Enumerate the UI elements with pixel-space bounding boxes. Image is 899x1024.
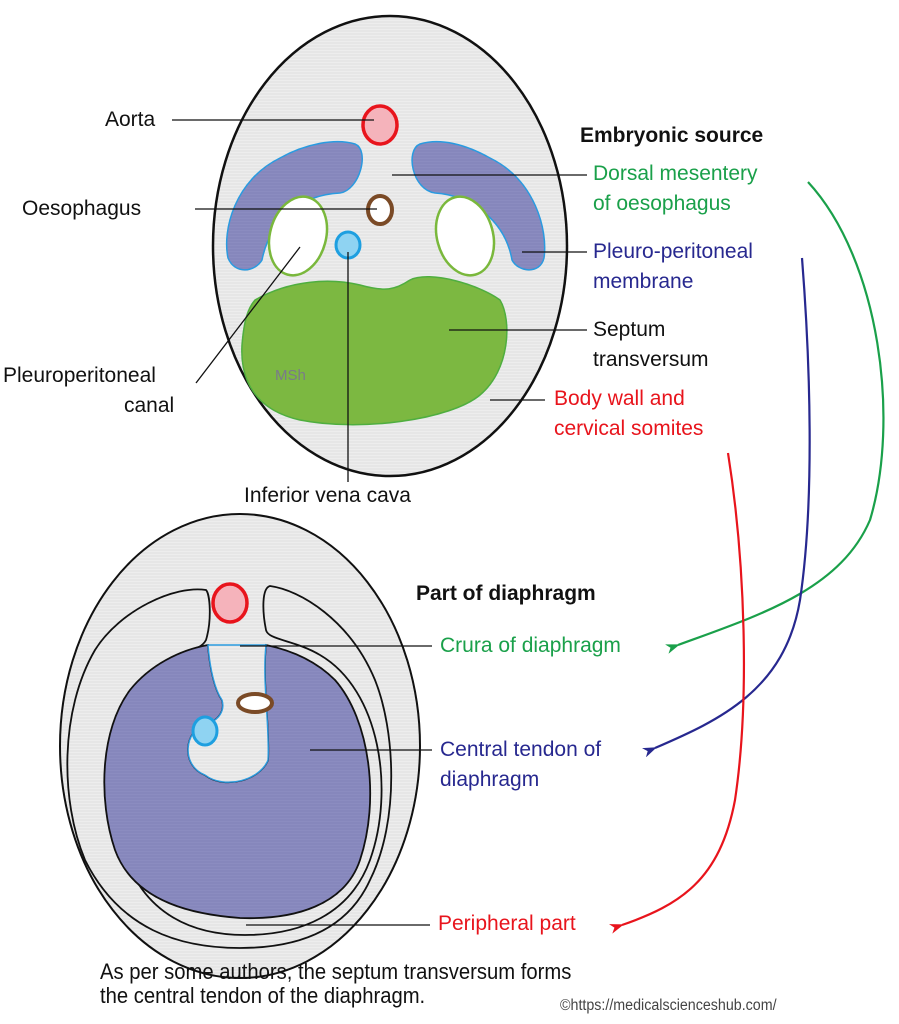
arrow-navy <box>642 257 811 758</box>
bottom-cross-section <box>59 513 432 979</box>
footnote-line-2: the central tendon of the diaphragm. <box>100 983 426 1008</box>
crural-opening <box>187 644 270 783</box>
septum-transversum <box>241 276 508 426</box>
footnote-line-1: As per some authors, the septum transver… <box>100 959 572 984</box>
oesophagus-bottom <box>236 692 274 714</box>
heading-embryonic-source: Embryonic source <box>580 124 764 147</box>
source-septum-transversum-1: Septum <box>593 318 666 341</box>
part-crura: Crura of diaphragm <box>440 634 621 657</box>
source-body-wall-1: Body wall and <box>554 387 685 410</box>
label-pleuroperitoneal-canal-1: Pleuroperitoneal <box>3 364 156 387</box>
source-dorsal-mesentery-1: Dorsal mesentery <box>593 162 758 185</box>
footnote: As per some authors, the septum transver… <box>100 960 571 1008</box>
part-peripheral: Peripheral part <box>438 912 576 935</box>
part-central-tendon-2: diaphragm <box>440 768 540 791</box>
aorta-bottom <box>211 582 249 624</box>
part-central-tendon-1: Central tendon of <box>440 738 602 761</box>
credit-link[interactable]: ©https://medicalscienceshub.com/ <box>560 997 777 1014</box>
heading-part-of-diaphragm: Part of diaphragm <box>416 582 596 605</box>
source-septum-transversum-2: transversum <box>593 348 709 371</box>
arrow-red <box>609 452 746 934</box>
arrow-green <box>665 181 885 654</box>
aorta-top <box>361 104 399 146</box>
label-msh: MSh <box>275 367 306 384</box>
label-aorta: Aorta <box>105 108 156 131</box>
pleuroperitoneal-canal-right <box>434 195 496 277</box>
label-pleuroperitoneal-canal-2: canal <box>124 394 175 417</box>
source-pleuro-peritoneal-2: membrane <box>593 270 694 293</box>
oesophagus-top <box>366 194 394 226</box>
label-inferior-vena-cava: Inferior vena cava <box>244 484 411 507</box>
source-body-wall-2: cervical somites <box>554 417 704 440</box>
pleuroperitoneal-canal-left <box>267 195 329 277</box>
inferior-vena-cava-bottom <box>191 715 219 747</box>
label-oesophagus: Oesophagus <box>22 197 142 220</box>
source-pleuro-peritoneal-1: Pleuro-peritoneal <box>593 240 753 263</box>
source-dorsal-mesentery-2: of oesophagus <box>593 192 731 215</box>
top-cross-section <box>172 14 587 482</box>
leader-pleuroperitoneal-canal <box>195 246 301 384</box>
